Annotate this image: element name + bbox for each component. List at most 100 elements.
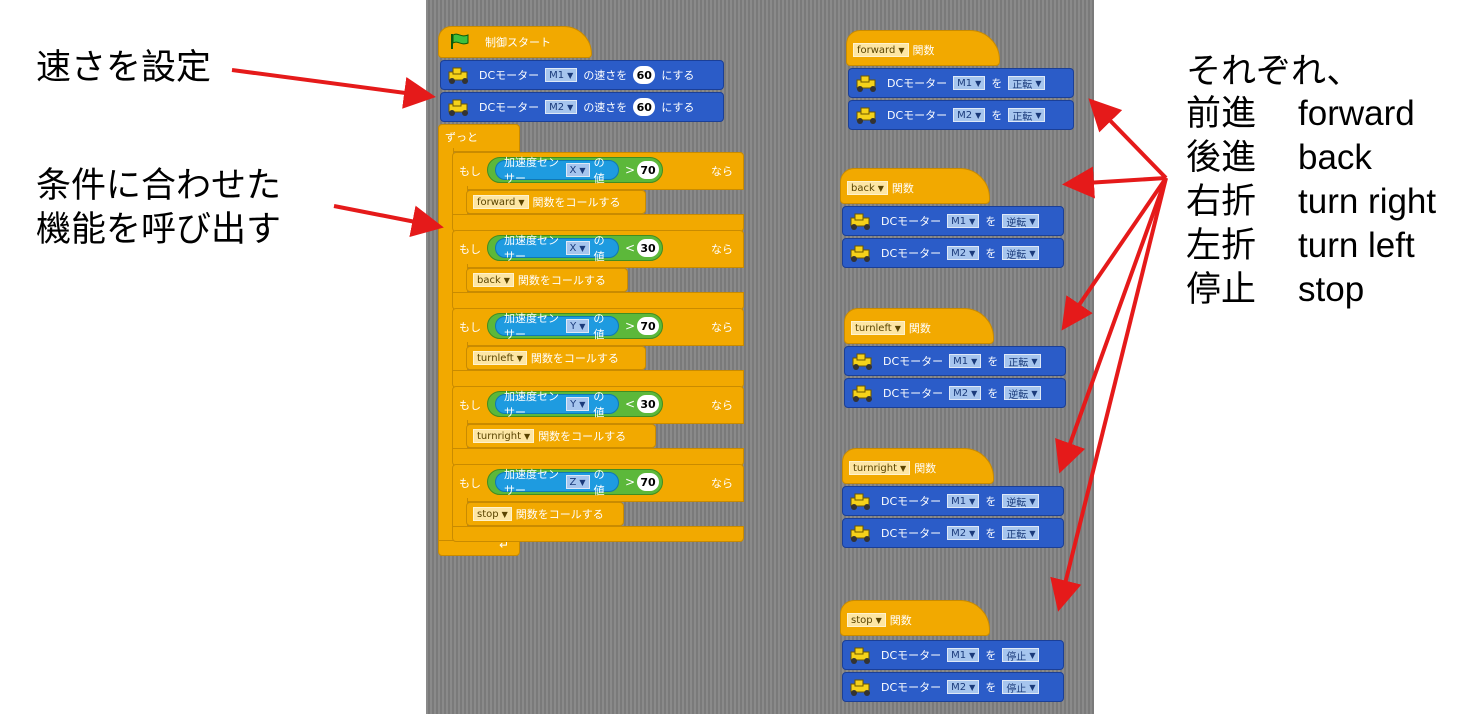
function-dropdown[interactable]: turnright▼ — [473, 429, 535, 443]
motor-command-block[interactable]: DCモーター M2▼ を 逆転▼ — [842, 238, 1064, 268]
chevron-down-icon: ▼ — [501, 509, 508, 519]
accel-sensor-reporter[interactable]: 加速度センサー Y▼ の値 — [495, 390, 619, 419]
function-dropdown-value: turnleft — [477, 352, 514, 364]
forever-label: ずっと — [445, 131, 478, 144]
motor-command-block[interactable]: DCモーター M1▼ を 正転▼ — [848, 68, 1074, 98]
speed-value-input[interactable]: 60 — [633, 66, 656, 84]
function-def-hat-turnright[interactable]: turnright▼ 関数 — [842, 448, 994, 484]
function-dropdown[interactable]: turnleft▼ — [473, 351, 527, 365]
accel-sensor-reporter[interactable]: 加速度センサー X▼ の値 — [495, 156, 619, 185]
motor-dropdown[interactable]: M2▼ — [947, 246, 980, 260]
motor-command-block[interactable]: DCモーター M1▼ を 停止▼ — [842, 640, 1064, 670]
direction-dropdown[interactable]: 逆転▼ — [1002, 494, 1040, 509]
motor-command-block[interactable]: DCモーター M1▼ を 逆転▼ — [842, 486, 1064, 516]
motor-dropdown[interactable]: M2▼ — [949, 386, 982, 400]
axis-dropdown[interactable]: X▼ — [565, 163, 590, 177]
function-dropdown[interactable]: back▼ — [473, 273, 514, 287]
function-def-hat-turnleft[interactable]: turnleft▼ 関数 — [844, 308, 994, 344]
direction-dropdown[interactable]: 停止▼ — [1002, 680, 1040, 695]
motor-dropdown[interactable]: M1▼ — [545, 68, 578, 82]
then-label: なら — [711, 477, 733, 490]
direction-dropdown-value: 停止 — [1006, 651, 1027, 663]
axis-dropdown[interactable]: X▼ — [565, 241, 590, 255]
direction-dropdown[interactable]: 逆転▼ — [1002, 246, 1040, 261]
legend-row-jp: 左折 — [1186, 226, 1257, 266]
motor-dropdown[interactable]: M1▼ — [947, 648, 980, 662]
motor-icon — [849, 524, 873, 542]
function-def-hat-stop[interactable]: stop▼ 関数 — [840, 600, 990, 636]
if-block-1[interactable]: もし 加速度センサー X▼ の値 > 70 なら — [452, 152, 744, 190]
call-function-block-5[interactable]: stop▼ 関数をコールする — [466, 502, 624, 526]
motor-command-block[interactable]: DCモーター M2▼ を 停止▼ — [842, 672, 1064, 702]
if-block-4[interactable]: もし 加速度センサー Y▼ の値 < 30 なら — [452, 386, 744, 424]
chevron-down-icon: ▼ — [579, 399, 586, 409]
motor-dropdown[interactable]: M1▼ — [947, 214, 980, 228]
direction-dropdown[interactable]: 正転▼ — [1008, 108, 1046, 123]
threshold-input[interactable]: 70 — [637, 473, 659, 491]
accel-sensor-reporter[interactable]: 加速度センサー Y▼ の値 — [495, 312, 619, 341]
set-speed-prefix: DCモーター — [479, 69, 540, 82]
motor-dropdown[interactable]: M2▼ — [947, 680, 980, 694]
motor-dropdown[interactable]: M1▼ — [953, 76, 986, 90]
motor-dropdown[interactable]: M2▼ — [953, 108, 986, 122]
speed-value-input[interactable]: 60 — [633, 98, 656, 116]
motor-dropdown[interactable]: M1▼ — [949, 354, 982, 368]
axis-dropdown[interactable]: Y▼ — [566, 319, 590, 333]
threshold-input[interactable]: 70 — [637, 161, 659, 179]
start-hat-block[interactable]: 制御スタート — [438, 26, 592, 58]
function-name-dropdown[interactable]: back▼ — [847, 181, 888, 195]
axis-dropdown[interactable]: Y▼ — [566, 397, 590, 411]
call-function-block-1[interactable]: forward▼ 関数をコールする — [466, 190, 646, 214]
motor-command-block[interactable]: DCモーター M2▼ を 正転▼ — [842, 518, 1064, 548]
function-name-dropdown[interactable]: forward▼ — [853, 43, 909, 57]
direction-dropdown[interactable]: 正転▼ — [1008, 76, 1046, 91]
if-block-2[interactable]: もし 加速度センサー X▼ の値 < 30 なら — [452, 230, 744, 268]
annotation-set-speed: 速さを設定 — [36, 48, 212, 88]
particle-wo: を — [987, 355, 999, 368]
set-speed-block-2[interactable]: DCモーター M2▼ の速さを 60 にする — [440, 92, 724, 122]
function-name-dropdown[interactable]: stop▼ — [847, 613, 886, 627]
motor-command-block[interactable]: DCモーター M2▼ を 正転▼ — [848, 100, 1074, 130]
threshold-input[interactable]: 70 — [637, 317, 659, 335]
function-def-hat-back[interactable]: back▼ 関数 — [840, 168, 990, 204]
motor-dropdown-value: M1 — [953, 355, 969, 367]
chevron-down-icon: ▼ — [894, 323, 901, 333]
value-suffix: の値 — [593, 390, 605, 419]
set-speed-block-1[interactable]: DCモーター M1▼ の速さを 60 にする — [440, 60, 724, 90]
direction-dropdown-value: 正転 — [1008, 357, 1029, 369]
accel-sensor-reporter[interactable]: 加速度センサー X▼ の値 — [495, 234, 619, 263]
if-block-3[interactable]: もし 加速度センサー Y▼ の値 > 70 なら — [452, 308, 744, 346]
axis-dropdown[interactable]: Z▼ — [565, 475, 590, 489]
if-block-5[interactable]: もし 加速度センサー Z▼ の値 > 70 なら — [452, 464, 744, 502]
chevron-down-icon: ▼ — [567, 102, 574, 112]
direction-dropdown[interactable]: 逆転▼ — [1004, 386, 1042, 401]
direction-dropdown[interactable]: 正転▼ — [1002, 526, 1040, 541]
threshold-input[interactable]: 30 — [637, 395, 659, 413]
call-function-block-2[interactable]: back▼ 関数をコールする — [466, 268, 628, 292]
motor-command-block[interactable]: DCモーター M2▼ を 逆転▼ — [844, 378, 1066, 408]
function-dropdown[interactable]: forward▼ — [473, 195, 529, 209]
chevron-down-icon: ▼ — [503, 275, 510, 285]
function-def-hat-forward[interactable]: forward▼ 関数 — [846, 30, 1000, 66]
function-dropdown[interactable]: stop▼ — [473, 507, 512, 521]
call-function-block-3[interactable]: turnleft▼ 関数をコールする — [466, 346, 646, 370]
forever-block-top[interactable]: ずっと — [438, 124, 520, 152]
motor-command-block[interactable]: DCモーター M1▼ を 逆転▼ — [842, 206, 1064, 236]
motor-dropdown[interactable]: M1▼ — [947, 494, 980, 508]
accel-sensor-reporter[interactable]: 加速度センサー Z▼ の値 — [495, 468, 619, 497]
function-name-dropdown[interactable]: turnleft▼ — [851, 321, 905, 335]
direction-dropdown[interactable]: 正転▼ — [1004, 354, 1042, 369]
direction-dropdown[interactable]: 停止▼ — [1002, 648, 1040, 663]
motor-dropdown[interactable]: M2▼ — [947, 526, 980, 540]
chevron-down-icon: ▼ — [975, 110, 982, 120]
chevron-down-icon: ▼ — [900, 463, 907, 473]
motor-command-block[interactable]: DCモーター M1▼ を 正転▼ — [844, 346, 1066, 376]
then-label: なら — [711, 399, 733, 412]
direction-dropdown[interactable]: 逆転▼ — [1002, 214, 1040, 229]
function-name-dropdown[interactable]: turnright▼ — [849, 461, 911, 475]
motor-dropdown[interactable]: M2▼ — [545, 100, 578, 114]
threshold-input[interactable]: 30 — [637, 239, 659, 257]
call-function-block-4[interactable]: turnright▼ 関数をコールする — [466, 424, 656, 448]
